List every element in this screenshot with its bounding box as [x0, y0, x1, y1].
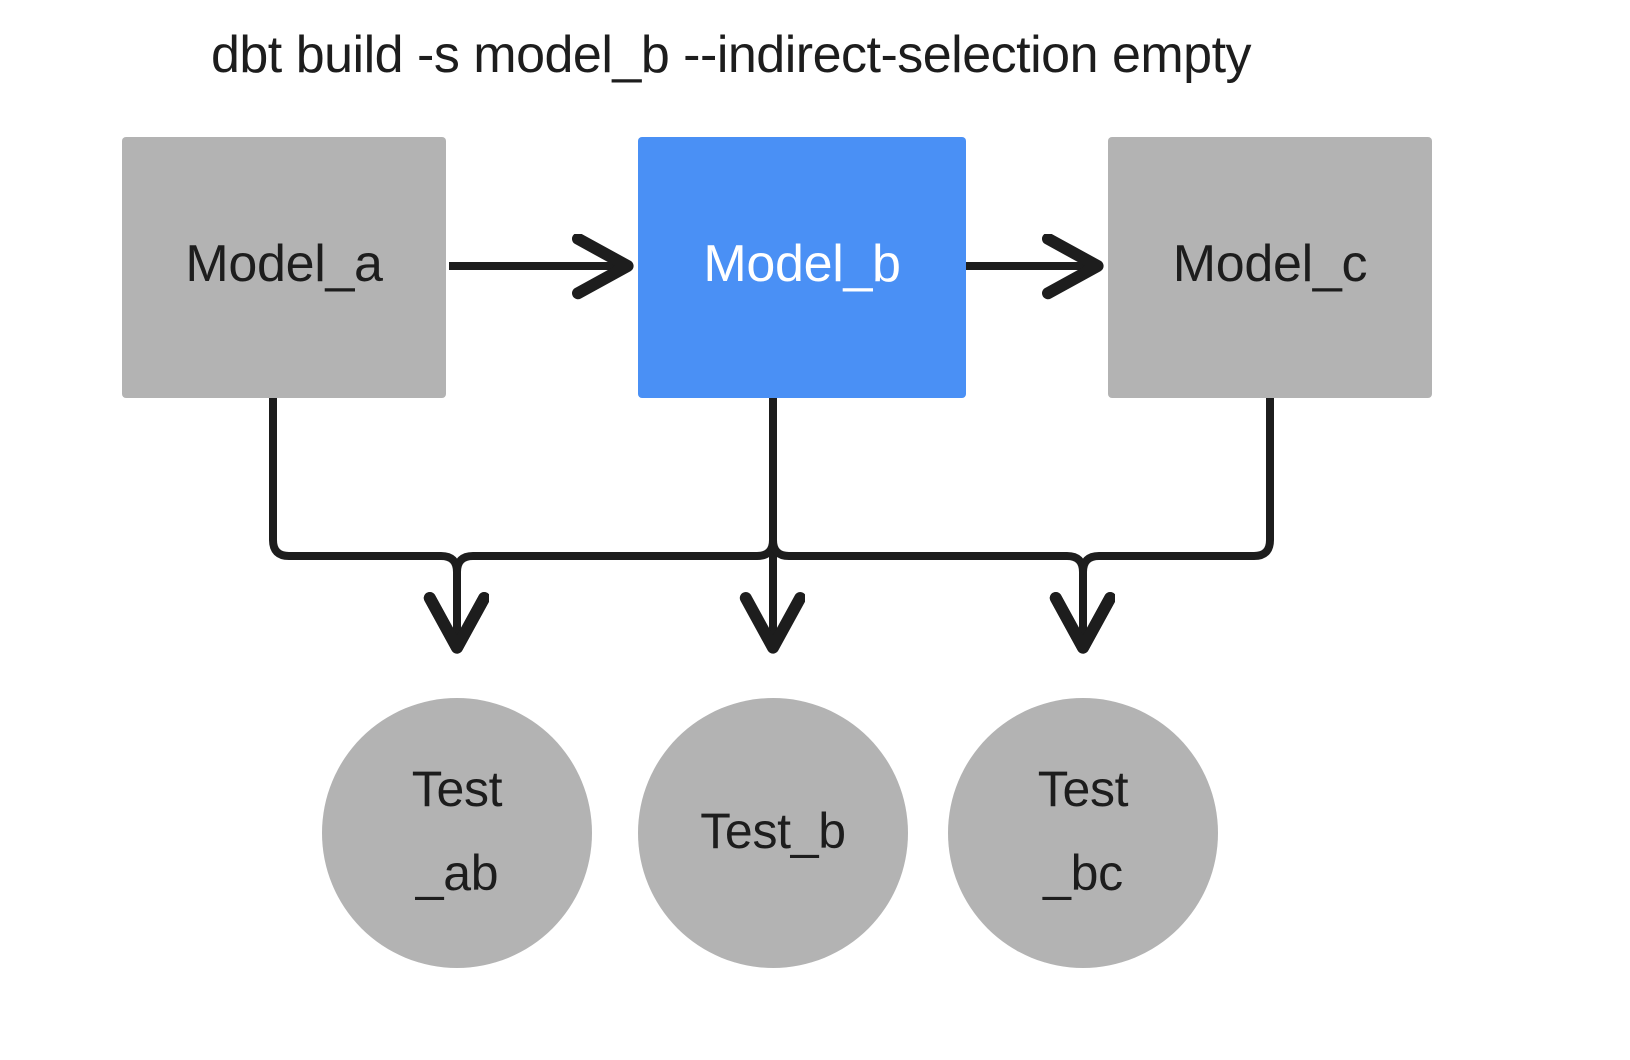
node-model-c-label: Model_c [1172, 234, 1368, 293]
edge-model-c-to-test-bc [1083, 398, 1274, 646]
node-test-b-label: Test_b [700, 803, 846, 859]
node-model-a[interactable]: Model_a [122, 137, 446, 398]
edge-model-b-to-test-bc [769, 398, 1083, 646]
node-test-ab[interactable]: Test _ab [322, 698, 592, 968]
edge-model-b-to-test-ab [457, 398, 777, 646]
node-test-ab-label: Test _ab [411, 761, 503, 901]
node-test-b[interactable]: Test_b [638, 698, 908, 968]
node-model-a-label: Model_a [185, 234, 383, 293]
node-test-bc[interactable]: Test _bc [948, 698, 1218, 968]
node-test-bc-label: Test _bc [1037, 761, 1129, 901]
node-model-c[interactable]: Model_c [1108, 137, 1432, 398]
edge-model-a-to-test-ab [269, 398, 457, 646]
page-title: dbt build -s model_b --indirect-selectio… [210, 26, 1252, 84]
node-model-b[interactable]: Model_b [638, 137, 966, 398]
node-model-b-label: Model_b [703, 234, 901, 293]
